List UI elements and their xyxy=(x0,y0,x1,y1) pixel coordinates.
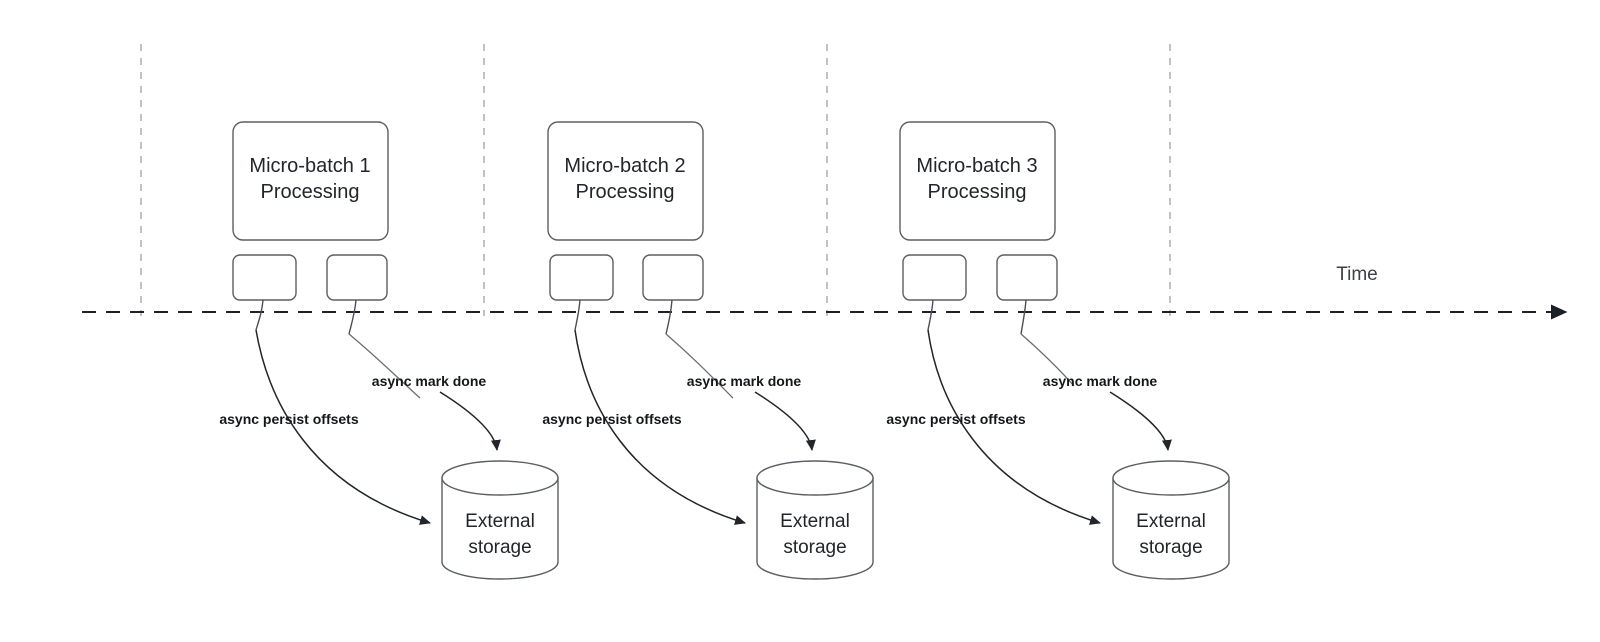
micro-batch-3-title-line1: Micro-batch 3 xyxy=(916,155,1037,177)
micro-batch-3-markdone-arrow xyxy=(1020,333,1075,387)
micro-batch-3-storage-line2: storage xyxy=(1139,537,1202,558)
micro-batch-2-storage-top xyxy=(756,460,874,496)
micro-batch-3-storage-body xyxy=(1112,477,1230,580)
micro-batch-2-stub-left xyxy=(574,299,581,331)
micro-batch-2-storage-line2: storage xyxy=(783,537,846,558)
micro-batch-1-title-line2: Processing xyxy=(261,181,360,203)
micro-batch-2-box[interactable] xyxy=(547,121,704,241)
micro-batch-3-stub-right xyxy=(1020,299,1027,335)
micro-batch-3-stub-left xyxy=(927,299,934,331)
micro-batch-2-markdone-arrow-tail xyxy=(754,391,816,451)
micro-batch-1-stub-right xyxy=(348,299,357,335)
micro-batch-3-storage-top xyxy=(1112,460,1230,496)
micro-batch-3-box[interactable] xyxy=(899,121,1056,241)
micro-batch-2-stub-right xyxy=(665,299,673,335)
micro-batch-2-storage-line1: External xyxy=(780,511,850,532)
micro-batch-2-storage-body xyxy=(756,477,874,580)
micro-batch-1-box[interactable] xyxy=(232,121,389,241)
micro-batch-2-external-storage[interactable]: External storage xyxy=(756,460,874,580)
micro-batch-2-task-left[interactable] xyxy=(549,254,614,301)
tick-marks-group xyxy=(140,44,1171,316)
micro-batch-3-persist-arrow xyxy=(927,329,1101,525)
micro-batch-3-persist-label: async persist offsets xyxy=(886,411,1025,427)
micro-batch-1-storage-top xyxy=(441,460,559,496)
micro-batch-1-persist-arrow xyxy=(255,329,431,525)
micro-batch-2-task-right[interactable] xyxy=(642,254,704,301)
micro-batch-1-task-right[interactable] xyxy=(326,254,388,301)
micro-batch-1-storage-body xyxy=(441,477,559,580)
micro-batch-1-markdone-arrow xyxy=(348,333,421,399)
micro-batch-1-task-left[interactable] xyxy=(232,254,297,301)
micro-batch-2-persist-arrow xyxy=(574,329,746,525)
micro-batch-1-markdone-arrow-tail xyxy=(439,391,501,451)
time-axis: Time xyxy=(82,264,1568,320)
micro-batch-1-storage-line2: storage xyxy=(468,537,531,558)
micro-batch-2-markdone-arrow xyxy=(665,333,734,399)
time-axis-label: Time xyxy=(1336,264,1378,285)
micro-batch-3-task-left[interactable] xyxy=(902,254,967,301)
micro-batch-1-markdone-label: async mark done xyxy=(372,373,487,389)
micro-batch-3-storage-line1: External xyxy=(1136,511,1206,532)
micro-batch-2-group: Micro-batch 2 Processing async persist o… xyxy=(542,121,874,580)
micro-batch-3-group: Micro-batch 3 Processing async persist o… xyxy=(886,121,1230,580)
micro-batch-1-storage-line1: External xyxy=(465,511,535,532)
micro-batch-1-external-storage[interactable]: External storage xyxy=(441,460,559,580)
micro-batch-2-title-line2: Processing xyxy=(576,181,675,203)
micro-batch-3-external-storage[interactable]: External storage xyxy=(1112,460,1230,580)
micro-batch-1-persist-label: async persist offsets xyxy=(219,411,358,427)
micro-batch-3-task-right[interactable] xyxy=(996,254,1058,301)
micro-batch-2-markdone-label: async mark done xyxy=(687,373,802,389)
micro-batch-2-persist-label: async persist offsets xyxy=(542,411,681,427)
micro-batch-3-markdone-label: async mark done xyxy=(1043,373,1158,389)
micro-batch-3-markdone-arrow-tail xyxy=(1109,391,1172,451)
micro-batch-3-title-line2: Processing xyxy=(928,181,1027,203)
micro-batch-1-stub-left xyxy=(255,299,264,331)
micro-batch-1-group: Micro-batch 1 Processing async persist o… xyxy=(219,121,559,580)
micro-batch-2-title-line1: Micro-batch 2 xyxy=(564,155,685,177)
micro-batch-1-title-line1: Micro-batch 1 xyxy=(249,155,370,177)
